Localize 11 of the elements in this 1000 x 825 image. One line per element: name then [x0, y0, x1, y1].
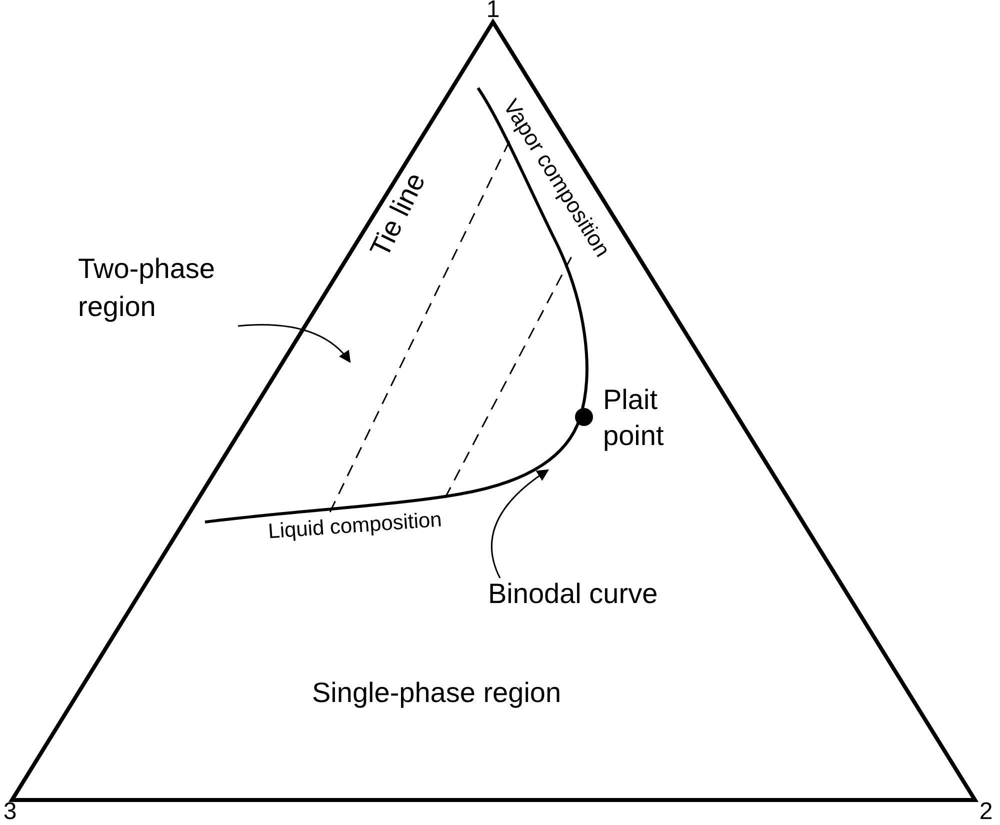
vertex-label: 1 — [486, 0, 500, 25]
vertex-label: 3 — [3, 797, 17, 825]
diagram-label: Tie line — [363, 166, 432, 264]
diagram-label: Liquid composition — [267, 507, 443, 546]
diagram-label: Plait point — [603, 383, 665, 453]
curved-arrow — [491, 469, 549, 578]
region-label: Binodal curve — [488, 577, 659, 611]
diagram-label: Single-phase region — [312, 676, 562, 710]
region-label: Two-phase region — [78, 252, 216, 324]
curved-arrow — [238, 324, 351, 363]
vertex-label: 2 — [979, 797, 993, 825]
